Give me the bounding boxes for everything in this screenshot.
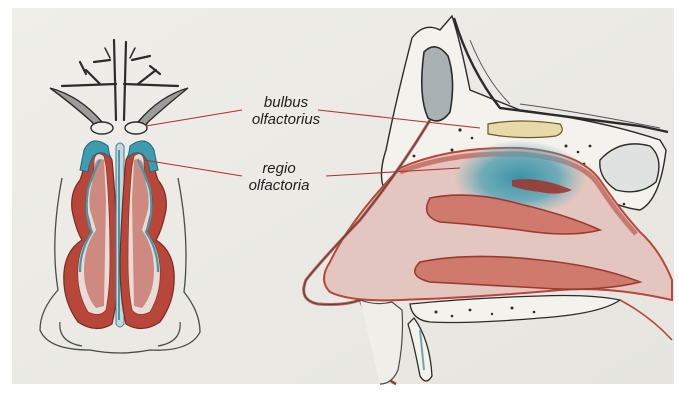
label-bulbus-line1: bulbus <box>244 94 328 111</box>
frontal-sinus <box>422 47 453 121</box>
olfactory-bulb-left <box>91 122 113 134</box>
label-regio-olfactoria: regio olfactoria <box>238 160 320 194</box>
label-bulbus-line2: olfactorius <box>244 111 328 128</box>
olfactory-bulb-sagittal <box>488 121 562 138</box>
label-regio-line2: olfactoria <box>238 177 320 194</box>
olfactory-bulb-right <box>125 122 147 134</box>
label-bulbus-olfactorius: bulbus olfactorius <box>244 94 328 128</box>
label-regio-line1: regio <box>238 160 320 177</box>
